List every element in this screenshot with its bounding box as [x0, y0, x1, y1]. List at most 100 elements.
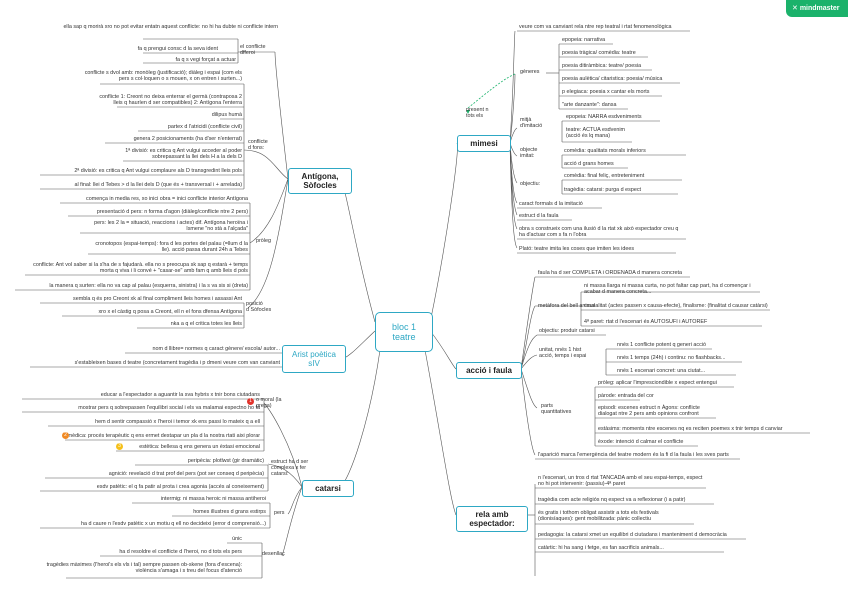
leaf-objectiu-2: tragèdia: catarsi: purga d espect — [564, 187, 642, 193]
leaf-estruct-3: esdv patètic: el q fa patir al prota i c… — [96, 484, 264, 490]
leaf-pers-2: homes illustres d grans estirps — [193, 509, 266, 515]
leaf-dfons-2: conflicte 1: Creont no deixa enterrar el… — [99, 94, 242, 107]
leaf-proleg-4: cronotopos (espai-temps): fora d les por… — [95, 241, 248, 254]
leaf-accio-bottom: l'aparició marca l'emergència del teatre… — [538, 452, 729, 458]
leaf-arist-2: s'estableixen bases d teatre (concretame… — [74, 360, 280, 366]
leaf-proleg-6: la manera q surten: ella no va cap al pa… — [49, 283, 248, 289]
logo-icon: ✕ — [792, 5, 800, 12]
leaf-mimesi-rest-4: Plató: teatre imita les coses que imiten… — [519, 246, 635, 252]
leaf-metafora-2: causalitat (actes passen x causa-efecte)… — [584, 303, 768, 309]
leaf-unitat-3: nnés 1 escenari concret: una ciutat... — [617, 368, 706, 374]
leaf-conflicte-1: ella sap q morirà xro no pot evitar enta… — [63, 24, 278, 30]
leaf-conflicte-2: fa q prengui consc d la seva ident — [137, 46, 218, 52]
leaf-posicio-1: sembla q és pro Creont xk al final compl… — [73, 296, 242, 302]
central-topic[interactable]: bloc 1 teatre — [375, 312, 433, 352]
leaf-proleg-3: pers: les 2 la = situació, reaccions i a… — [94, 220, 248, 233]
label-metafora: metàfora del bell animal — [538, 303, 596, 309]
leaf-dfons-3: dilipus humà — [211, 112, 242, 118]
leaf-proleg-5: conflicte: Ant vol saber si la s'ha de s… — [33, 262, 248, 275]
leaf-mitja-2: teatre: ACTUA esdvenim (acció és lq mana… — [566, 127, 626, 140]
leaf-catarsi-1: educar a l'espectador a aguantir la sva … — [100, 392, 260, 398]
leaf-rela-2: tragèdia com acte religiós nq espect va … — [538, 497, 686, 503]
mindmaster-logo: ✕ mindmaster — [786, 0, 848, 17]
topic-rela-espectador[interactable]: rela amb espectador: — [456, 506, 528, 532]
leaf-conflicte-3: fa q s vegi forçat a actuar — [175, 57, 236, 63]
marker-2-icon: 2 — [62, 432, 69, 439]
leaf-accio-top: faula ha d ser COMPLETA i ORDENADA d man… — [538, 270, 683, 276]
leaf-desenllac-3: tragèdies màximes (l'heroi's els vls i t… — [46, 562, 242, 575]
leaf-dfons-5: genera 2 posicionaments (ha d'ser n'ente… — [133, 136, 242, 142]
marker-3-icon: 3 — [116, 443, 123, 450]
leaf-genere-6: "arte danzante": dansa — [562, 102, 617, 108]
leaf-arist-1: nom d llibre= normes q caract gènere/ es… — [152, 346, 281, 352]
leaf-genere-3: poesia ditiràmbica: teatre/ poesia — [562, 63, 642, 69]
leaf-unitat-1: nnés 1 conflicte potent q generi acció — [617, 342, 707, 348]
leaf-parts-5: èxode: intenció d calmar el conflicte — [598, 439, 684, 445]
leaf-dfons-8: al final: llei d Tebes > d la llei dels … — [74, 182, 242, 188]
label-objectiu: objectiu: — [520, 181, 541, 187]
leaf-genere-1: epopeia: narrativa — [562, 37, 606, 43]
leaf-accio-objectiu: objectiu: produir catarsi — [539, 328, 595, 334]
leaf-proleg-1: comença in media res, xo inici obra = in… — [86, 196, 248, 202]
leaf-estruct-2: agnició: revelació d trat prof del pers … — [108, 471, 264, 477]
leaf-dfons-4: partex d l'atricidi (conflicte civil) — [167, 124, 242, 130]
leaf-posicio-2: xro x el càstig q posa a Creont, ell n e… — [98, 309, 242, 315]
leaf-pers-3: ha d caure n l'esdv patètic x un motiu q… — [80, 521, 266, 527]
label-generes: gèneres — [520, 69, 540, 75]
leaf-desenllac-1: únic — [232, 536, 242, 542]
leaf-catarsi-2: mostrar pers q sobrepassen l'equilibri s… — [78, 405, 260, 411]
leaf-pers-1: intermig: ni massa heroic ni massa antih… — [160, 496, 266, 502]
leaf-unitat-2: nnés 1 temps (24h) i continu: no flashba… — [617, 355, 726, 361]
leaf-parts-1: pròleg: aplicar l'impresciondible x espe… — [598, 380, 717, 386]
marker-1-icon: 1 — [247, 398, 254, 405]
label-desenllac: desenllaç — [262, 551, 285, 557]
leaf-genere-5: p elegiaca: poesia x cantar els morts — [562, 89, 650, 95]
topic-arist-poetica[interactable]: Arist poètica sIV — [282, 345, 346, 373]
leaf-rela-1: n l'escenari, un tros d rtat TANCADA amb… — [538, 475, 703, 488]
leaf-objecte-2: acció d grans homes — [564, 161, 614, 167]
leaf-catarsi-4: mèdica: procés terapèutic q ens ermet de… — [67, 433, 260, 439]
topic-mimesi[interactable]: mimesi — [457, 135, 511, 152]
leaf-genere-4: poesia aulètica/ citaristica: poesia/ mú… — [562, 76, 663, 82]
leaf-proleg-2: presentació d pers: n forma d'agon (diàl… — [96, 209, 248, 215]
leaf-metafora-1: ni massa llarga ni massa curta, no pot f… — [584, 283, 751, 296]
leaf-mimesi-top: veure com va canviant rela ntre rep teat… — [519, 24, 672, 30]
leaf-objectiu-1: comèdia: final feliç, entreteniment — [564, 173, 645, 179]
leaf-parts-3: episodi: escenes estruct n Àgons: confli… — [598, 405, 700, 418]
leaf-catarsi-3: hem d sentir compassió x l'heroi i temor… — [95, 419, 260, 425]
leaf-dfons-1: conflicte s dvol amb: monòleg (justifica… — [84, 70, 242, 83]
leaf-rela-3: és gratis i tothom obligat assistir a to… — [538, 510, 659, 523]
leaf-objecte-1: comèdia: qualitats morals inferiors — [564, 148, 646, 154]
leaf-mitja-1: epopeia: NARRA esdveniments — [566, 114, 642, 120]
leaf-dfons-7: 2ª divisió: es critica q Ant vulgui comp… — [74, 168, 242, 174]
topic-accio-faula[interactable]: acció i faula — [456, 362, 522, 379]
leaf-parts-4: estàsims: moments ntre escenes nq es rec… — [598, 426, 783, 432]
leaf-genere-2: poesia tràgica/ comèdia: teatre — [562, 50, 636, 56]
leaf-estruct-1: peripècia: plotlwst (gir dramàtic) — [187, 458, 264, 464]
leaf-desenllac-2: ha d resoldre el conflicte d l'heroi, no… — [119, 549, 242, 555]
leaf-catarsi-5: estètica: bellesa q ens genera un èxtasi… — [139, 444, 260, 450]
label-proleg: pròleg — [256, 238, 271, 244]
label-pers: pers — [274, 510, 285, 516]
leaf-dfons-6: 1ª divisió: es critica q Ant vulgui acce… — [125, 148, 242, 161]
leaf-rela-5: catàrtic: hi ha sang i fetge, es fan sac… — [538, 545, 664, 551]
leaf-mimesi-rest-1: caract formals d la imitació — [519, 201, 583, 207]
topic-catarsi[interactable]: catarsi — [302, 480, 354, 497]
leaf-metafora-3: 4ª paret: rtat d l'escenari és AUTOSUFI … — [584, 319, 708, 325]
topic-antigona[interactable]: Antígona, Sòfocles — [288, 168, 352, 194]
leaf-parts-2: pàrode: entrada del cor — [598, 393, 654, 399]
leaf-mimesi-rest-3: obra s construeix com una ilusió d la rt… — [519, 226, 679, 239]
leaf-mimesi-rest-2: estruct d la faula — [519, 213, 559, 219]
